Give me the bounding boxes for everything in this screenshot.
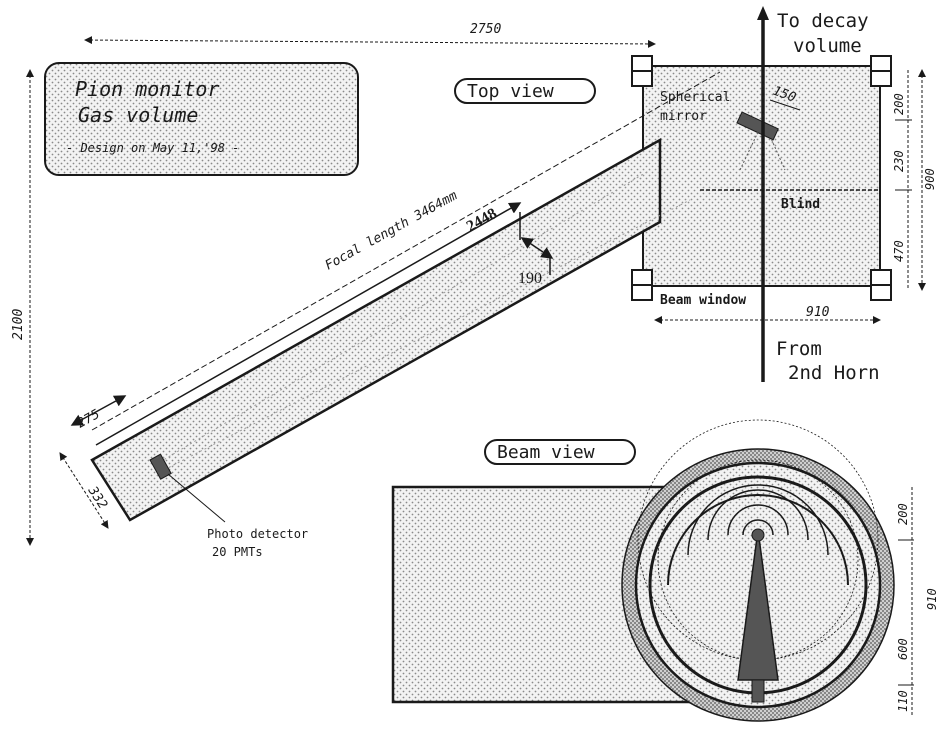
beam-600-label: 600 [896, 638, 910, 660]
beam-110-label: 110 [896, 690, 910, 712]
photo-detector: Photo detector 20 PMTs [149, 453, 308, 559]
arm-length-label: 2448 [464, 205, 500, 235]
beam-view-label: Beam view [497, 442, 595, 463]
photo-detector-label-1: Photo detector [207, 527, 308, 541]
overall-height-label: 2100 [11, 309, 26, 340]
title-box: Pion monitor Gas volume - Design on May … [44, 62, 359, 176]
box-width-dimension: 910 [654, 305, 881, 324]
overall-width-dimension: 2750 [84, 22, 656, 48]
beam-910-label: 910 [925, 588, 939, 610]
from-label-2: 2nd Horn [788, 362, 880, 384]
spherical-mirror-label-2: mirror [660, 109, 707, 124]
beam-view-tag: Beam view [484, 439, 636, 465]
box-h1-label: 200 [892, 93, 906, 115]
box-width-label: 910 [806, 305, 830, 320]
beam-window-label: Beam window [660, 293, 746, 308]
photo-detector-label-2: 20 PMTs [212, 545, 263, 559]
beam-200-label: 200 [896, 503, 910, 525]
focal-length-label: Focal length 3464mm [323, 188, 460, 273]
box-total-label: 900 [923, 168, 937, 190]
title-line-3: - Design on May 11,'98 - [66, 141, 239, 155]
beam-view-dimensions: 200 600 110 910 [896, 487, 939, 715]
overall-height-dimension: 2100 [11, 69, 34, 546]
title-line-1: Pion monitor [75, 77, 220, 101]
top-view-tag: Top view [454, 78, 596, 104]
box-height-dimensions: 200 230 470 900 [892, 69, 937, 291]
overall-width-label: 2750 [470, 22, 501, 37]
arm-width-dimension: 190 [518, 212, 554, 287]
beam-view [391, 419, 895, 722]
title-line-2: Gas volume [78, 103, 198, 127]
from-label-1: From [776, 338, 822, 360]
top-view-label: Top view [467, 81, 554, 102]
start-offset-dimension: 275 [70, 395, 127, 431]
to-decay-label-2: volume [793, 35, 862, 57]
spherical-mirror-label-1: Spherical [660, 90, 730, 105]
to-decay-label-1: To decay [777, 10, 869, 32]
box-h3-label: 470 [892, 240, 906, 262]
box-h2-label: 230 [892, 150, 906, 172]
beam-line: To decay volume From 2nd Horn [757, 6, 880, 384]
top-view-arm [90, 71, 721, 522]
arm-width-label: 190 [518, 270, 542, 287]
blind-label: Blind [781, 197, 820, 212]
